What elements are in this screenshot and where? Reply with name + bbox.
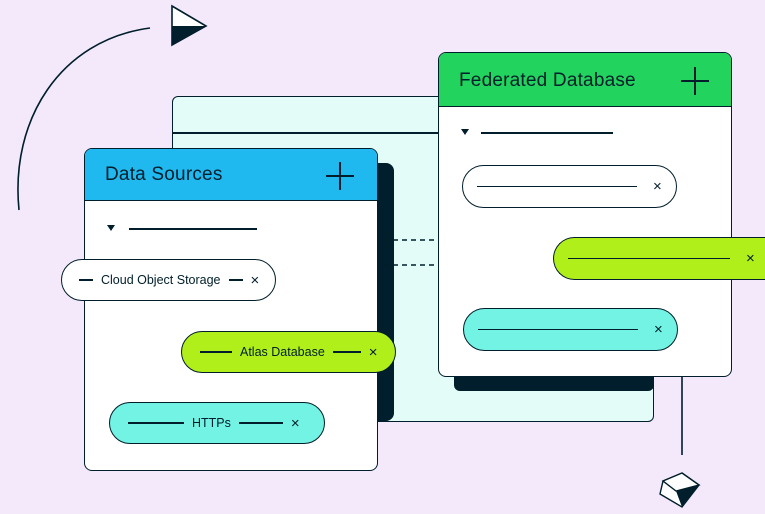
federated-item[interactable]: ×: [463, 308, 678, 351]
source-item-https[interactable]: HTTPs ×: [109, 402, 325, 444]
source-item-atlas-database[interactable]: Atlas Database ×: [181, 331, 396, 373]
source-item-label: Cloud Object Storage: [101, 273, 221, 287]
close-icon[interactable]: ×: [368, 343, 378, 361]
data-sources-title: Data Sources: [105, 164, 223, 185]
close-icon[interactable]: ×: [653, 178, 662, 195]
plus-icon[interactable]: [681, 67, 709, 95]
close-icon[interactable]: ×: [250, 271, 260, 289]
background-panel-divider: [173, 132, 653, 134]
close-icon[interactable]: ×: [746, 250, 755, 267]
source-item-cloud-object-storage[interactable]: Cloud Object Storage ×: [61, 259, 276, 301]
close-icon[interactable]: ×: [290, 414, 300, 432]
data-sources-header: Data Sources: [85, 149, 377, 201]
cube-icon: [659, 472, 701, 508]
collapse-caret-icon[interactable]: [107, 225, 115, 231]
collapse-caret-icon[interactable]: [461, 129, 469, 135]
arc-curve: [17, 27, 151, 211]
federated-database-title: Federated Database: [459, 70, 636, 91]
federated-item[interactable]: ×: [462, 165, 677, 208]
plus-icon[interactable]: [326, 162, 354, 190]
federated-database-header: Federated Database: [439, 53, 731, 107]
tree-placeholder-line: [481, 132, 613, 134]
tree-placeholder-line: [129, 228, 257, 230]
close-icon[interactable]: ×: [654, 321, 663, 338]
federated-item[interactable]: ×: [553, 237, 765, 280]
source-item-label: Atlas Database: [240, 345, 325, 359]
play-arrow-icon: [171, 4, 208, 47]
source-item-label: HTTPs: [192, 416, 231, 430]
